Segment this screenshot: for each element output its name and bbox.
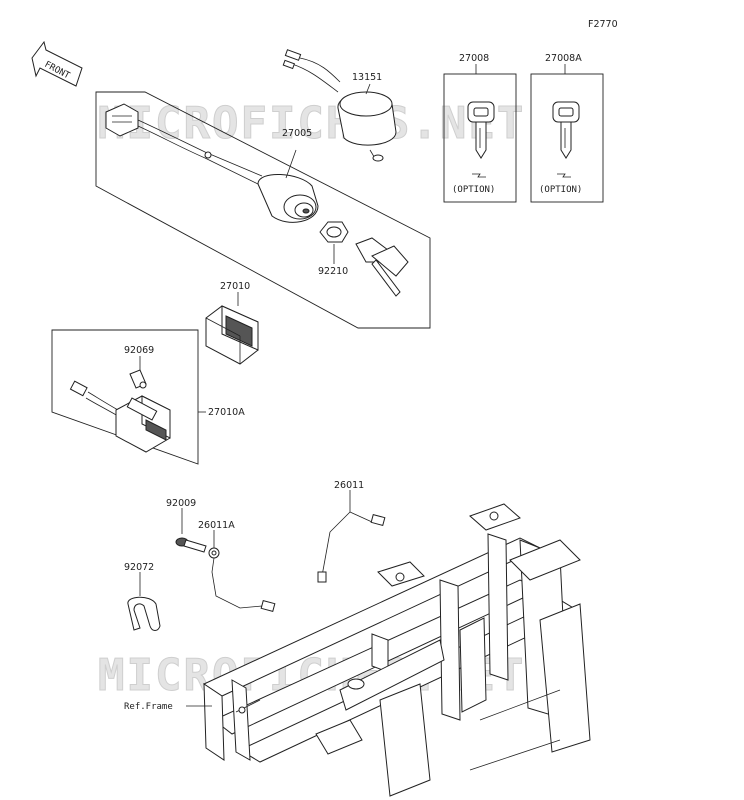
sensor-26011 bbox=[317, 511, 386, 583]
sensor-26011A bbox=[208, 547, 276, 613]
ignition-switch-body bbox=[257, 173, 319, 223]
leader-27005 bbox=[285, 149, 297, 179]
leader-13151 bbox=[365, 83, 371, 95]
key-icon bbox=[355, 237, 409, 297]
switch-assembly-box bbox=[51, 329, 199, 465]
label-27008: 27008 bbox=[459, 53, 489, 64]
switch-27010 bbox=[205, 305, 259, 365]
key-option-box-27008 bbox=[443, 73, 517, 203]
ref-frame-label: Ref.Frame bbox=[124, 702, 173, 712]
ignition-connector bbox=[105, 103, 263, 187]
option-mark-a bbox=[557, 173, 571, 178]
option-label-27008: (OPTION) bbox=[452, 185, 495, 195]
bulb-92069 bbox=[129, 369, 147, 389]
lamp-13151 bbox=[282, 49, 397, 162]
label-92072: 92072 bbox=[124, 562, 154, 573]
label-26011: 26011 bbox=[334, 480, 364, 491]
label-92210: 92210 bbox=[318, 266, 348, 277]
watermark-top: MICROFICHES.NET bbox=[98, 98, 525, 149]
key-27008A-icon bbox=[552, 101, 580, 159]
label-27005: 27005 bbox=[282, 128, 312, 139]
label-26011A: 26011A bbox=[198, 520, 235, 531]
label-27008A: 27008A bbox=[545, 53, 582, 64]
clamp-92072 bbox=[127, 596, 161, 631]
label-27010A: 27010A bbox=[208, 407, 245, 418]
switch-27010A bbox=[69, 380, 171, 453]
frame bbox=[202, 503, 591, 797]
option-label-27008A: (OPTION) bbox=[539, 185, 582, 195]
label-27010: 27010 bbox=[220, 281, 250, 292]
ignition-assembly-box bbox=[95, 91, 431, 329]
bolt-92009 bbox=[175, 537, 207, 553]
nut-92210 bbox=[319, 221, 349, 243]
label-92069: 92069 bbox=[124, 345, 154, 356]
label-92009: 92009 bbox=[166, 498, 196, 509]
front-arrow-icon: FRONT bbox=[31, 40, 83, 87]
figure-code: F2770 bbox=[588, 19, 618, 30]
key-27008-icon bbox=[467, 101, 495, 159]
label-13151: 13151 bbox=[352, 72, 382, 83]
key-option-box-27008A bbox=[530, 73, 604, 203]
option-mark bbox=[472, 173, 486, 178]
